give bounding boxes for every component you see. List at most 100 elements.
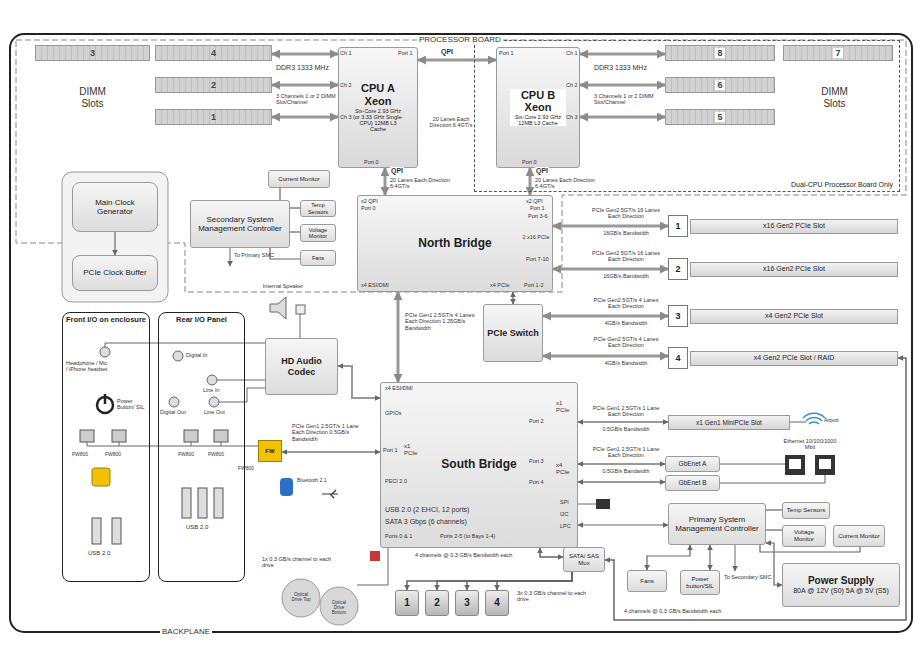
component-box: Secondary System Management Controller [190, 200, 290, 248]
node-text: Current Monitor [838, 533, 880, 540]
annotation-text: 0.5GB/s Bandwidth [588, 426, 664, 432]
annotation-text: PCIe Gen2 5GT/s 4 Lanes Each Direction [588, 336, 664, 349]
node-text: HD Audio Codec [269, 356, 334, 377]
annotation-text: Internal Speaker [258, 283, 308, 289]
annotation-text: BACKPLANE [160, 627, 212, 636]
node-text: 3 [90, 48, 95, 58]
bus-connector [578, 463, 665, 465]
annotation-text: PCIe Gen1 2.5GT/s 1 Lane Each Direction [588, 405, 664, 418]
annotation-text: 16GB/s Bandwidth [588, 273, 664, 279]
annotation-text: USB 2.0 [186, 524, 208, 531]
annotation-text: 3x 0.3 GB/s channel to each drive [517, 590, 587, 603]
bus-connector [580, 53, 665, 56]
pcie-slot: x16 Gen2 PCIe Slot [690, 262, 898, 277]
bus-connector [605, 358, 906, 620]
wifi-arc [806, 418, 822, 421]
node-text: 2 [211, 80, 216, 90]
node-text: 6 [715, 80, 724, 90]
annotation-text: 20 Lanes Each Direction 6.4GT/s [428, 116, 474, 129]
cpu-chip: CPU B XeonSix-Core 2.93 GHz 12MB L3 Cach… [496, 47, 580, 168]
drive-bay: 4 [485, 590, 509, 616]
bus-connector [512, 292, 514, 304]
annotation-text: Ch 3 [340, 114, 352, 120]
component-box: Voltage Monitor [300, 224, 336, 242]
dimm-slot: 1 [155, 109, 272, 125]
node-text: x4 Gen2 PCIe Slot [765, 312, 823, 320]
bus-label: QPI [390, 167, 404, 175]
dimm-slot: 2 [155, 77, 272, 93]
annotation-text: Port 1 [398, 50, 413, 56]
annotation-text: FW800 [208, 452, 224, 458]
bus-connector [543, 315, 668, 318]
annotation-text: Line Out [204, 409, 225, 415]
component-box: Current Monitor [833, 525, 885, 547]
annotation-text: 1x 0.3 GB/s channel to each drive [262, 556, 342, 569]
annotation-text: I2C [560, 511, 569, 517]
firewire-wire [87, 446, 258, 447]
annotation-text: 4GB/s Bandwidth [588, 360, 664, 366]
line-in-wire [217, 380, 265, 381]
bus-connector [437, 572, 572, 590]
enclosure-outline [10, 34, 912, 632]
node-text: CPU A Xeon [352, 82, 404, 107]
node-text: Rear I/O Panel [176, 316, 227, 325]
annotation-text: 4 channels @ 0.3 GB/s Bandwidth each [624, 608, 721, 614]
node-text: 3 [464, 597, 470, 609]
dimm-slot: 3 [35, 45, 150, 61]
node-text: x16 Gen2 PCIe Slot [763, 222, 825, 230]
usb-port [112, 518, 121, 544]
annotation-text: Ch 1 [566, 50, 578, 56]
bus-connector [540, 548, 563, 557]
bus-connector [647, 545, 690, 570]
bus-connector [270, 248, 300, 259]
annotation-text: Port 3 [529, 458, 544, 464]
annotation-text: Optical Drive Bottom [327, 600, 351, 616]
annotation-text: Port 1 [530, 205, 545, 211]
firewire-chip: FW [258, 440, 282, 462]
component-box: GbEnet B [665, 475, 720, 491]
annotation-text: FW800 [238, 466, 254, 472]
ethernet-port [785, 455, 805, 475]
annotation-text: DIMM Slots [812, 86, 857, 109]
node-text: Front I/O on enclosure [66, 316, 146, 325]
bus-connector [279, 188, 280, 200]
bus-connector [766, 529, 782, 530]
node-text: PCIe Clock Buffer [83, 268, 146, 277]
headphone-wire [105, 343, 265, 347]
airport-wire [790, 422, 806, 423]
node-text: Fans [640, 578, 653, 585]
power-button-symbol [104, 394, 107, 404]
pcie-slot: x1 Gen1 MiniPCIe Slot [668, 415, 790, 430]
component-box: Temp Sensors [300, 200, 336, 217]
node-text: 1 [404, 597, 410, 609]
annotation-text: PCIe Gen1 2.5GT/s 1 Lane Each Direction … [292, 423, 372, 442]
node-text: North Bridge [418, 237, 491, 251]
audio-jack [209, 397, 219, 407]
annotation-text: DIMM Slots [70, 86, 115, 109]
bus-connector [407, 572, 572, 590]
annotation-text: FW800 [178, 452, 194, 458]
airport-symbol [803, 413, 825, 424]
annotation-text: Port 3-6 [528, 213, 548, 219]
node-text: x4 Gen2 PCIe Slot / RAID [754, 354, 835, 362]
dimm-slot: 7 [783, 45, 893, 61]
annotation-text: LPC [560, 523, 571, 529]
node-text: x16 Gen2 PCIe Slot [763, 265, 825, 273]
annotation-text: 16GB/s Bandwidth [588, 230, 664, 236]
smc-link-wire [230, 248, 231, 266]
pcie-slot: x4 Gen2 PCIe Slot [690, 309, 898, 324]
pcie-slot: x4 Gen2 PCIe Slot / RAID [690, 351, 898, 366]
annotation-text: Port 0 [361, 205, 376, 211]
component-box: Power Supply80A @ 12V (S0) 5A @ 5V (S5) [782, 563, 900, 607]
annotation-text: Port 0 [522, 159, 537, 165]
bus-connector [709, 545, 710, 570]
usb-port [198, 488, 207, 518]
io-panel: Front I/O on enclosure [62, 312, 150, 582]
annotation-text: x1 PCIe [556, 400, 574, 414]
dimm-slot: 5 [665, 109, 775, 125]
node-text: 5 [715, 112, 724, 122]
firewire-port [80, 430, 94, 442]
annotation-text: Digital Out [160, 409, 186, 415]
ethernet-port [819, 459, 831, 469]
